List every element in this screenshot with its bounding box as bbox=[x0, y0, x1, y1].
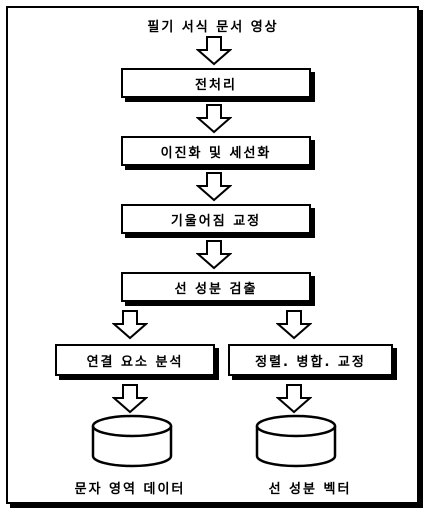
flow-arrow-icon bbox=[196, 104, 232, 134]
flow-arrow-icon bbox=[112, 310, 148, 340]
step-connected-component-analysis: 연결 요소 분석 bbox=[55, 344, 215, 376]
output-line-vector: 선 성분 벡터 bbox=[268, 482, 352, 497]
flow-arrow-icon bbox=[112, 384, 148, 414]
flow-arrow-icon bbox=[196, 172, 232, 202]
flow-arrow-icon bbox=[276, 310, 312, 340]
step-skew-correction: 기울어짐 교정 bbox=[121, 204, 311, 234]
step-line-detection: 선 성분 검출 bbox=[121, 272, 311, 302]
flow-arrow-icon bbox=[276, 384, 312, 414]
flow-arrow-icon bbox=[196, 36, 232, 66]
input-title: 필기 서식 문서 영상 bbox=[147, 20, 279, 35]
database-icon bbox=[255, 414, 337, 468]
step-align-merge-correct: 정렬. 병합. 교정 bbox=[228, 344, 393, 376]
output-character-region-data: 문자 영역 데이터 bbox=[74, 482, 186, 497]
step-binarization-thinning: 이진화 및 세선화 bbox=[121, 136, 311, 166]
step-preprocessing: 전처리 bbox=[121, 68, 311, 98]
database-icon bbox=[91, 414, 173, 468]
flow-arrow-icon bbox=[196, 240, 232, 270]
